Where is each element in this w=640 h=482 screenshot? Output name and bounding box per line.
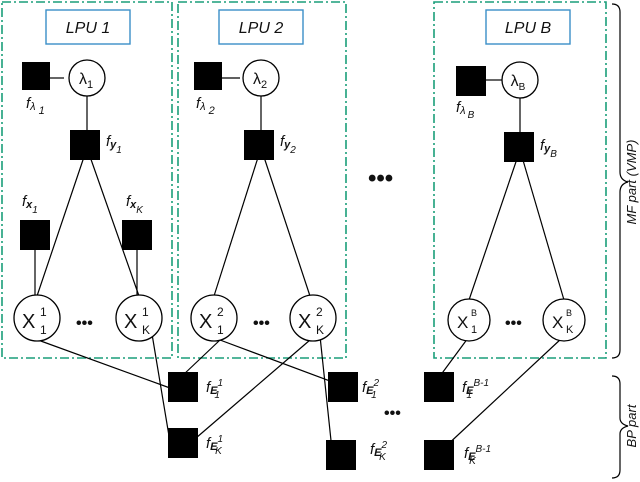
x-2-1-sub: 1 xyxy=(217,323,224,337)
label-f-x-1: fx1 xyxy=(22,193,38,216)
lambda-b-label: λB xyxy=(511,73,526,93)
factor-f-x-1 xyxy=(20,220,50,250)
lpu-1-title-box xyxy=(45,9,131,45)
mf-brace xyxy=(611,3,629,359)
factor-f-e-1-k xyxy=(168,428,198,458)
factor-f-e-b1-k xyxy=(424,440,454,470)
label-f-y-1: fy1 xyxy=(106,133,122,156)
factor-f-lambda-2 xyxy=(194,62,222,90)
x-b-1-sup: B xyxy=(471,308,477,318)
node-x-b-1 xyxy=(447,298,491,342)
x-2-k-sub: K xyxy=(316,323,324,337)
x-1-1-sup: 1 xyxy=(40,305,47,319)
factor-f-lambda-1 xyxy=(22,62,50,90)
lpu-1-title: LPU 1 xyxy=(66,20,110,37)
factor-f-e-b1-1 xyxy=(424,372,454,402)
x-2-k-sup: 2 xyxy=(316,305,323,319)
edges xyxy=(34,77,565,451)
bp-dots: ••• xyxy=(384,405,401,422)
node-x-2-1 xyxy=(190,294,238,342)
lambda-2-label: λ2 xyxy=(253,71,267,91)
node-lambda-1 xyxy=(68,59,106,97)
x-1-k-sub: K xyxy=(142,323,150,337)
x-b-1-base: X xyxy=(457,313,468,332)
lpu-2-title: LPU 2 xyxy=(239,20,284,37)
inner-dots-lpu-1: ••• xyxy=(76,315,93,332)
factor-f-e-2-1 xyxy=(328,372,358,402)
x-b-k-sub: K xyxy=(566,324,574,336)
lpu-b-frame xyxy=(433,1,607,359)
bp-part-label: BP part xyxy=(624,403,639,447)
inner-dots-lpu-b: ••• xyxy=(505,315,522,332)
x-1-1-sub: 1 xyxy=(40,323,47,337)
bp-brace xyxy=(611,375,629,479)
node-x-1-k xyxy=(115,294,163,342)
mf-part-label: MF part (VMP) xyxy=(624,140,639,225)
lambda-1-label: λ1 xyxy=(79,71,93,91)
node-x-b-k xyxy=(542,298,586,342)
lpu-b-title: LPU B xyxy=(505,20,552,37)
x-1-k-sup: 1 xyxy=(142,305,149,319)
lpu-1-frame xyxy=(1,1,173,359)
lpu-b-title-box xyxy=(485,9,571,45)
factor-f-y-1 xyxy=(70,130,100,160)
x-1-k-base: X xyxy=(124,311,137,333)
node-x-1-1 xyxy=(13,294,61,342)
factor-f-y-b xyxy=(504,132,534,162)
x-2-k-base: X xyxy=(298,311,311,333)
x-b-1-sub: 1 xyxy=(471,324,477,336)
x-b-k-sup: B xyxy=(566,308,572,318)
factor-f-e-2-k xyxy=(326,440,356,470)
x-2-1-base: X xyxy=(199,311,212,333)
inner-dots-lpu-2: ••• xyxy=(253,315,270,332)
between-lpu-dots: ••• xyxy=(368,165,393,192)
node-lambda-b xyxy=(501,61,539,99)
label-f-y-b: fyB xyxy=(540,137,557,160)
x-b-k-base: X xyxy=(552,313,563,332)
lpu-2-title-box xyxy=(218,9,304,45)
node-x-2-k xyxy=(289,294,337,342)
factor-f-x-k xyxy=(122,220,152,250)
node-lambda-2 xyxy=(242,59,280,97)
label-f-x-k: fxK xyxy=(126,193,144,216)
lpu-2-frame xyxy=(177,1,347,359)
x-2-1-sup: 2 xyxy=(217,305,224,319)
label-f-y-2: fy2 xyxy=(280,133,296,156)
factor-f-lambda-b xyxy=(456,66,486,96)
x-1-1-base: X xyxy=(22,311,35,333)
factor-f-y-2 xyxy=(244,130,274,160)
factor-f-e-1-1 xyxy=(168,372,198,402)
